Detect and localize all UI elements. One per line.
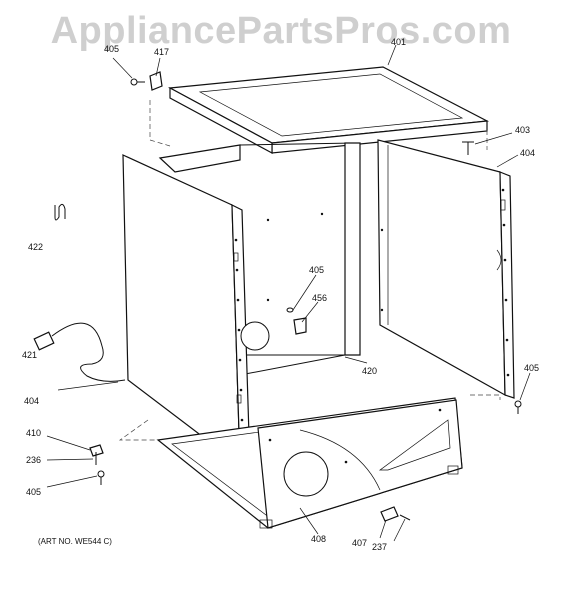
callout-405-top: 405 — [104, 44, 120, 54]
callout-405-mid: 405 — [309, 265, 325, 275]
top-cover-part — [167, 66, 490, 155]
callout-401: 401 — [391, 37, 407, 47]
callout-421: 421 — [22, 350, 38, 360]
clip-422 — [54, 203, 66, 221]
callout-420: 420 — [362, 366, 378, 376]
callout-456: 456 — [312, 293, 328, 303]
rear-panel-holes — [266, 212, 324, 302]
callout-417: 417 — [154, 47, 170, 57]
callout-405-right: 405 — [524, 363, 540, 373]
callout-403: 403 — [515, 125, 531, 135]
callout-236: 236 — [26, 455, 42, 465]
callout-404-right: 404 — [520, 148, 536, 158]
callout-407: 407 — [352, 538, 368, 548]
screw-405-bottom — [97, 470, 105, 485]
foot-407 — [380, 506, 411, 522]
right-side-panel-part — [377, 139, 515, 399]
left-side-panel-part — [122, 154, 251, 469]
leader-lines — [46, 44, 531, 542]
callout-422: 422 — [28, 242, 44, 252]
art-number: (ART NO. WE544 C) — [38, 537, 112, 546]
callout-408: 408 — [311, 534, 327, 544]
rear-frame-part — [158, 142, 361, 376]
base-frame-part — [156, 397, 463, 529]
screw-403 — [462, 141, 474, 155]
callout-237: 237 — [372, 542, 388, 552]
leveling-leg-410 — [89, 444, 104, 465]
screw-405-right — [514, 400, 522, 414]
power-cord-421 — [33, 322, 126, 382]
callout-404-left: 404 — [24, 396, 40, 406]
callout-405-bottom: 405 — [26, 487, 42, 497]
top-screw-and-clip — [130, 71, 163, 91]
callout-410: 410 — [26, 428, 42, 438]
